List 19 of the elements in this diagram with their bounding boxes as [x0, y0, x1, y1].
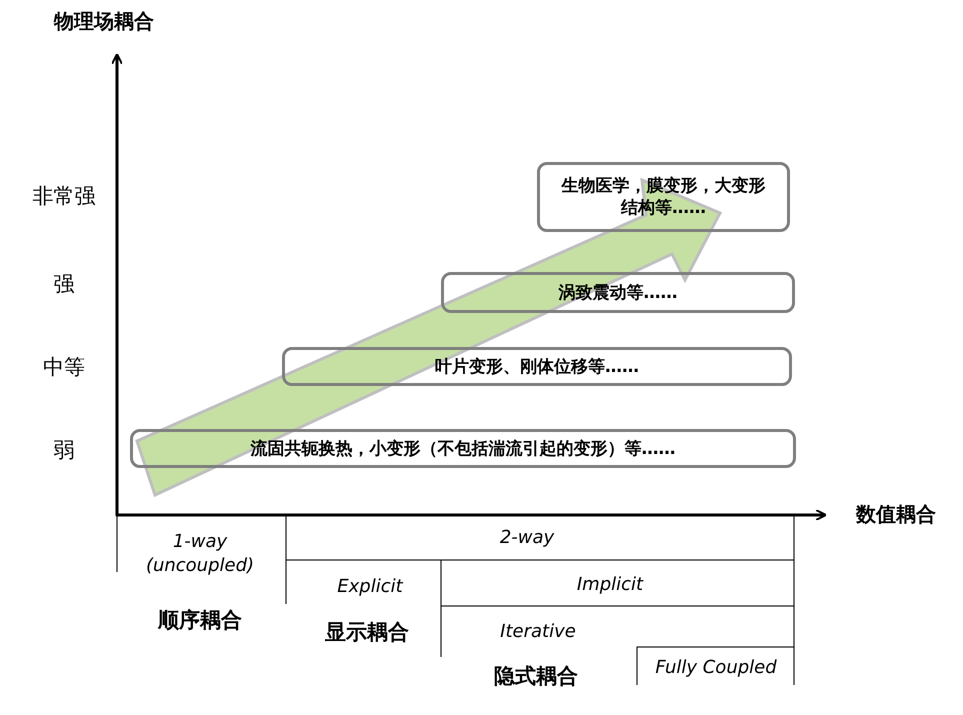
- axis-tick-label: 非常强: [32, 183, 96, 210]
- category-label: 顺序耦合: [156, 607, 243, 634]
- category-label: 隐式耦合: [493, 663, 579, 690]
- axis-tick-label: 中等: [42, 354, 86, 381]
- rounded-box: 流固共轭换热，小变形（不包括湍流引起的变形）等……: [130, 429, 796, 468]
- category-label: 显示耦合: [324, 619, 410, 646]
- axis-title: 数值耦合: [854, 501, 937, 528]
- axis-tick-label: 强: [52, 271, 76, 298]
- coupling-type-label: Implicit: [576, 573, 644, 597]
- coupling-type-label: 1-way (uncoupled): [144, 530, 256, 578]
- coupling-type-label: Explicit: [336, 575, 404, 599]
- axis-tick-label: 弱: [52, 437, 76, 464]
- rounded-box: 涡致震动等……: [441, 272, 795, 313]
- coupling-type-label: Iterative: [499, 620, 577, 644]
- coupling-type-label: Fully Coupled: [654, 656, 778, 680]
- rounded-box: 叶片变形、刚体位移等……: [282, 347, 792, 386]
- axis-title: 物理场耦合: [52, 8, 155, 35]
- rounded-box: 生物医学，膜变形，大变形结构等……: [537, 162, 790, 232]
- coupling-type-label: 2-way: [498, 526, 556, 550]
